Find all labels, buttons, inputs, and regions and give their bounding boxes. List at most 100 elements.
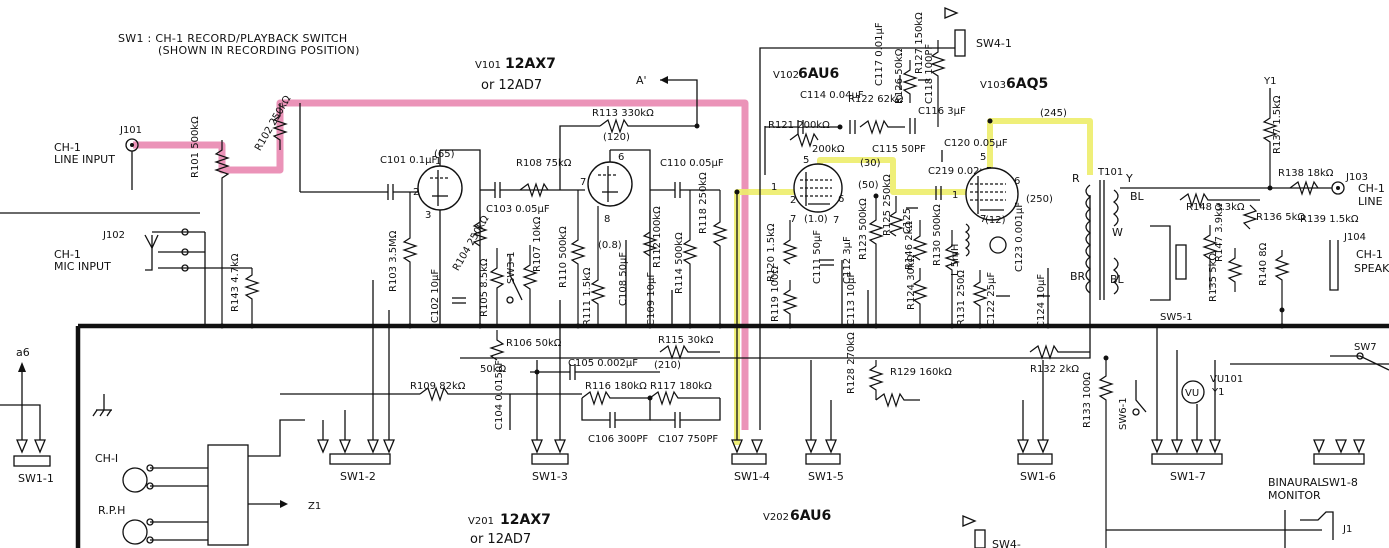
svg-text:R106 50kΩ: R106 50kΩ <box>506 338 562 349</box>
svg-text:R119 100Ω: R119 100Ω <box>770 266 781 322</box>
resistor-r130: R130 500kΩ <box>932 204 960 326</box>
output-transformer-t101: T101 R Y BL W BL BR <box>1070 167 1145 300</box>
svg-text:R133 100Ω: R133 100Ω <box>1082 372 1093 428</box>
tube-v101-a: (65) 1 2 3 <box>413 149 463 221</box>
capacitor-c105: C105 0.002μF (210) <box>530 358 681 380</box>
resistor-r119: R119 100Ω <box>770 266 798 326</box>
svg-text:T101: T101 <box>1097 167 1123 178</box>
capacitor-c107: C107 750PF <box>650 398 721 445</box>
svg-text:J101: J101 <box>119 125 142 136</box>
resistor-r118: R118 250kΩ <box>698 172 728 326</box>
svg-text:C117 0.01μF: C117 0.01μF <box>874 22 885 86</box>
svg-text:SW4-1: SW4-1 <box>976 37 1012 50</box>
svg-text:C104 0.015μF: C104 0.015μF <box>494 360 505 430</box>
svg-text:BR: BR <box>1070 270 1086 283</box>
switch-sw5-1: SW5-1 <box>1150 225 1193 323</box>
resistor-r102: R102 250kΩ <box>253 94 294 153</box>
svg-text:(120): (120) <box>603 132 630 143</box>
svg-text:1: 1 <box>435 156 441 167</box>
svg-text:or 12AD7: or 12AD7 <box>481 78 542 93</box>
svg-text:R103 3.5MΩ: R103 3.5MΩ <box>388 230 399 292</box>
resistor-r120: R120 1.5kΩ <box>766 220 798 282</box>
svg-text:6AQ5: 6AQ5 <box>1006 76 1048 92</box>
switch-note-line2: (SHOWN IN RECORDING POSITION) <box>158 44 360 57</box>
capacitor-c104: C104 0.015μF <box>494 360 511 430</box>
terminal-strip: Z1 <box>150 419 321 546</box>
svg-text:R131 250Ω: R131 250Ω <box>956 270 967 326</box>
svg-text:2: 2 <box>790 195 796 206</box>
input-rph-connector: R.P.H <box>98 504 154 545</box>
svg-text:CH-1: CH-1 <box>1356 248 1383 261</box>
svg-text:L 5mH: L 5mH <box>950 244 961 276</box>
capacitor-c110: C110 0.05μF <box>650 158 724 198</box>
svg-text:W: W <box>1112 226 1123 239</box>
svg-text:200kΩ: 200kΩ <box>812 144 845 155</box>
input-ch1-connector: CH-I <box>95 452 154 493</box>
resistor-r125: R125 250kΩ (50) <box>858 174 904 237</box>
svg-text:R115 30kΩ: R115 30kΩ <box>658 335 714 346</box>
capacitor-c117: C117 0.01μF <box>874 22 901 90</box>
svg-text:SW1-7: SW1-7 <box>1170 470 1206 483</box>
svg-text:R107 10kΩ: R107 10kΩ <box>532 216 543 272</box>
svg-text:V102: V102 <box>773 70 799 81</box>
yellow-signal-highlight <box>734 118 1093 445</box>
capacitor-c108: C108 50μF <box>618 240 629 326</box>
capacitor-c109: C109 10μF <box>646 272 673 326</box>
svg-text:7: 7 <box>980 214 986 225</box>
svg-text:C219 0.02μF: C219 0.02μF <box>928 166 992 177</box>
resistor-r123: R123 500kΩ <box>858 196 884 326</box>
svg-text:C113 10μF: C113 10μF <box>846 272 857 326</box>
resistor-r109: R109 82kΩ <box>280 381 582 402</box>
svg-text:(50): (50) <box>858 180 879 191</box>
tube-v103: 5 6 1 7 (12) (245) (250) <box>952 108 1067 226</box>
svg-text:C101 0.1μF: C101 0.1μF <box>380 155 438 166</box>
svg-text:CH-I: CH-I <box>95 452 118 465</box>
svg-text:(1.0): (1.0) <box>804 214 828 225</box>
svg-text:R120 1.5kΩ: R120 1.5kΩ <box>766 223 777 282</box>
resistor-r140: R140 8Ω <box>1258 242 1290 326</box>
resistor-r146: R146 2kΩ <box>904 220 928 270</box>
svg-text:3: 3 <box>425 210 431 221</box>
svg-text:R122 62kΩ: R122 62kΩ <box>848 94 904 105</box>
svg-text:V201: V201 <box>468 516 494 527</box>
svg-text:a6: a6 <box>16 346 30 359</box>
tube-v101-b: (120) 6 7 8 <box>580 132 633 225</box>
jack-j104: J104 CH-1 SPEAK <box>1329 232 1389 291</box>
resistor-r137: R137 1.5kΩ Y1 <box>1262 76 1283 188</box>
capacitor-c115: C115 50PF <box>849 120 926 155</box>
jack-j103: J103 CH-1 LINE <box>1331 172 1385 208</box>
svg-text:CH-1: CH-1 <box>54 248 81 261</box>
svg-text:SW1-1: SW1-1 <box>18 472 54 485</box>
svg-text:R109 82kΩ: R109 82kΩ <box>410 381 466 392</box>
resistor-r112: R112 100kΩ <box>642 206 663 268</box>
svg-text:R116 180kΩ: R116 180kΩ <box>585 381 647 392</box>
svg-text:J103: J103 <box>1345 172 1368 183</box>
svg-text:SW5-1: SW5-1 <box>1160 312 1193 323</box>
svg-text:C116 3μF: C116 3μF <box>918 106 966 117</box>
svg-text:R108 75kΩ: R108 75kΩ <box>516 158 572 169</box>
inductor-l: L 5mH <box>950 223 970 276</box>
capacitor-c106: C106 300PF <box>581 398 651 445</box>
svg-text:R127 150kΩ: R127 150kΩ <box>914 12 925 74</box>
svg-text:C110 0.05μF: C110 0.05μF <box>660 158 724 169</box>
resistor-r147: R147 3.9kΩ <box>1202 203 1225 290</box>
signal-a-prime: A' <box>636 74 668 87</box>
svg-text:R112 100kΩ: R112 100kΩ <box>652 206 663 268</box>
capacitor-c120: C120 0.05μF <box>941 138 1008 162</box>
switch-bank-sw1-3: SW1-3 <box>531 439 569 483</box>
svg-text:R117 180kΩ: R117 180kΩ <box>650 381 712 392</box>
svg-text:CH-1: CH-1 <box>1358 182 1385 195</box>
capacitor-c102: C102 10μF <box>430 210 466 326</box>
svg-text:R113 330kΩ: R113 330kΩ <box>592 108 654 119</box>
svg-text:R126 50kΩ: R126 50kΩ <box>894 48 905 104</box>
resistor-r108: R108 75kΩ <box>516 158 572 198</box>
svg-text:R138 18kΩ: R138 18kΩ <box>1278 168 1334 179</box>
tube-v202-label: V202 6AU6 <box>763 508 831 524</box>
svg-text:(210): (210) <box>654 360 681 371</box>
svg-text:J102: J102 <box>102 230 125 241</box>
resistor-r101: R101 500kΩ <box>190 116 230 326</box>
resistor-r114: R114 500kΩ <box>674 190 698 326</box>
signal-a6: a6 <box>16 346 30 440</box>
svg-text:5: 5 <box>980 152 986 163</box>
switch-bank-sw1-1: SW1-1 <box>0 404 54 485</box>
